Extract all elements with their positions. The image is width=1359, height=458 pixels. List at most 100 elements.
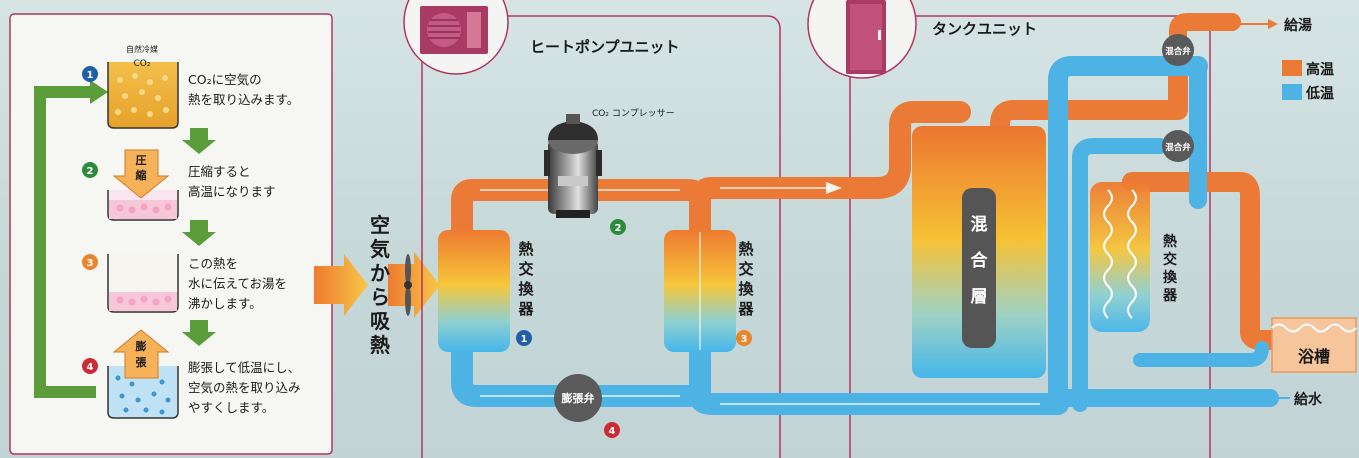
legend-hot-label: 高温 <box>1306 61 1334 78</box>
step2-text-2: 高温になります <box>188 184 276 199</box>
heat-pump-frame <box>421 15 781 458</box>
bath-label: 浴槽 <box>1298 347 1330 366</box>
air-in-arrow-right <box>388 252 440 318</box>
svg-text:空: 空 <box>370 213 390 237</box>
svg-text:交: 交 <box>738 260 753 278</box>
step3-text-2: 水に伝えてお湯を <box>188 276 287 291</box>
expansion-valve <box>554 374 602 422</box>
mixing-valve-top <box>1162 34 1194 66</box>
step3-text-1: この熱を <box>188 256 238 271</box>
air-in-arrow-left <box>314 254 368 316</box>
compressor-icon <box>544 114 602 218</box>
heat-exchanger-1 <box>438 230 510 352</box>
step3-text-3: 沸かします。 <box>188 296 262 311</box>
step1-beaker <box>107 62 179 129</box>
mixing-valve-bottom <box>1162 130 1194 162</box>
step4-num: 4 <box>87 362 94 373</box>
compress-label-1: 圧 <box>136 154 147 167</box>
step1-text-2: 熱を取り込みます。 <box>188 92 299 107</box>
step1-num-badge <box>82 66 98 82</box>
pipe-bath-hot <box>1122 172 1290 350</box>
compressor-num-badge <box>610 219 626 235</box>
step4-num-badge <box>82 358 98 374</box>
svg-text:ら: ら <box>370 285 390 309</box>
compress-label-2: 縮 <box>136 168 147 182</box>
mixing-layer-label: 混 合 層 <box>971 215 989 307</box>
expand-label-1: 膨 <box>135 339 147 353</box>
mixing-valve-bottom-label: 混合弁 <box>1165 142 1191 153</box>
svg-text:交: 交 <box>518 260 533 278</box>
valve-num-badge <box>604 422 620 438</box>
steps-panel <box>9 13 333 455</box>
svg-text:換: 換 <box>518 280 534 298</box>
svg-text:換: 換 <box>738 280 754 298</box>
pipe-cold-main <box>1048 56 1208 414</box>
svg-text:熱: 熱 <box>1163 233 1177 250</box>
pipe-water-return <box>689 369 1069 415</box>
legend-hot-swatch <box>1282 60 1302 76</box>
svg-text:吸: 吸 <box>370 309 391 333</box>
hx1-num: 1 <box>521 334 528 345</box>
air-heat-label: 空 気 か ら 吸 熱 <box>370 213 391 357</box>
step1-tag-top: 自然冷媒 <box>126 44 158 54</box>
svg-text:器: 器 <box>737 300 754 318</box>
fan-icon <box>404 254 412 316</box>
hot-supply-label: 給湯 <box>1284 17 1312 34</box>
tank-heat-exchanger <box>1090 182 1150 332</box>
heat-pump-title: ヒートポンプユニット <box>530 38 680 56</box>
step-down-arrows <box>182 128 216 346</box>
step1-tag-sub: CO₂ <box>134 59 151 69</box>
step3-num: 3 <box>87 258 94 269</box>
step2-num-badge <box>82 162 98 178</box>
step1-num: 1 <box>87 70 94 81</box>
svg-text:器: 器 <box>1162 288 1178 304</box>
tank-title: タンクユニット <box>932 20 1037 38</box>
legend-cold-swatch <box>1282 84 1302 100</box>
hot-supply-arrowhead <box>1268 19 1278 29</box>
svg-text:交: 交 <box>1163 251 1177 268</box>
expand-arrow <box>112 329 170 379</box>
svg-text:気: 気 <box>370 237 390 261</box>
heat-pump-unit-icon <box>420 6 488 54</box>
svg-text:熱: 熱 <box>370 333 390 357</box>
expand-label-2: 張 <box>136 356 148 369</box>
svg-text:合: 合 <box>971 250 989 271</box>
compressor-num: 2 <box>615 223 622 234</box>
pipe-tank-top <box>990 42 1188 134</box>
tank-frame <box>849 15 1211 458</box>
water-supply-arrowhead <box>1258 393 1268 403</box>
pipe-water-to-tank <box>689 101 971 211</box>
compress-arrow <box>112 149 170 199</box>
step2-beaker <box>107 190 179 221</box>
svg-text:混: 混 <box>971 215 988 235</box>
mixing-layer <box>962 188 996 348</box>
step4-text-1: 膨張して低温にし、 <box>188 360 300 375</box>
cycle-arrow-head <box>90 80 108 104</box>
mixing-valve-top-label: 混合弁 <box>1165 46 1191 57</box>
tank-hx-label: 熱 交 換 器 <box>1162 233 1178 304</box>
expansion-valve-label: 膨張弁 <box>561 391 595 405</box>
step3-beaker <box>107 254 179 313</box>
step1-text-1: CO₂に空気の <box>188 72 262 87</box>
step4-text-3: やすくします。 <box>188 400 274 415</box>
svg-text:換: 換 <box>1163 269 1178 286</box>
step2-num: 2 <box>87 166 94 177</box>
tank-unit-icon <box>846 0 886 74</box>
svg-text:熱: 熱 <box>518 240 533 258</box>
step3-num-badge <box>82 254 98 270</box>
hx3-num-badge <box>736 330 752 346</box>
svg-text:層: 層 <box>971 287 988 307</box>
svg-text:熱: 熱 <box>738 240 753 258</box>
hx-coil <box>1103 189 1137 319</box>
water-supply-label: 給水 <box>1294 391 1323 408</box>
bath-icon <box>1271 317 1357 373</box>
pipe-cold-inner <box>1072 138 1168 412</box>
hx1-num-badge <box>516 330 532 346</box>
cycle-arrow-line <box>34 86 96 398</box>
pipe-bath-return <box>1133 341 1269 367</box>
step4-text-2: 空気の熱を取り込み <box>188 380 301 395</box>
flow-arrowhead <box>826 182 842 194</box>
svg-text:か: か <box>370 261 390 285</box>
